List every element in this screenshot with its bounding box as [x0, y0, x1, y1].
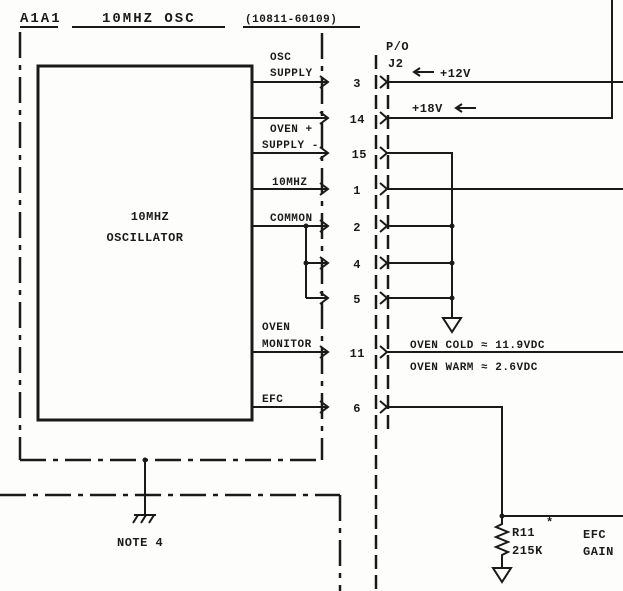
junction-pin5 [449, 295, 455, 301]
label-plus12v: +12V [440, 67, 471, 81]
oven-cold-text: OVEN COLD ≈ 11.9VDC [410, 340, 545, 352]
contact-15 [379, 146, 389, 160]
wire-osc-supply [252, 75, 330, 89]
label-oven-monitor-1: OVEN [262, 322, 290, 334]
pin-3: 3 [353, 77, 361, 91]
junction-pin4 [449, 260, 455, 266]
connector-contacts [379, 75, 389, 414]
junction-chassis [142, 457, 148, 463]
wire-efc [252, 400, 330, 414]
ground-symbol-r11 [491, 567, 513, 584]
note-label: NOTE 4 [117, 536, 163, 550]
contact-4 [379, 256, 389, 270]
resistor-ref: R11 [512, 526, 535, 540]
pin-4: 4 [353, 258, 361, 272]
oven-warm-text: OVEN WARM ≈ 2.6VDC [410, 362, 538, 374]
label-efc: EFC [262, 394, 283, 406]
module-title: A1A1 10MHZ OSC (10811-60109) [20, 11, 360, 28]
label-oven-supply-1: OVEN + [270, 124, 313, 136]
wire-common [252, 219, 330, 233]
chassis-ground-hatch [132, 514, 155, 524]
module-name: 10MHZ OSC [102, 11, 196, 27]
chassis-ground [132, 457, 156, 524]
label-common: COMMON [270, 213, 313, 225]
wire-efc-out [387, 406, 503, 518]
connector-label-line1: P/O [386, 40, 409, 54]
oscillator-box [36, 64, 254, 422]
arrow-plus18v [454, 103, 476, 113]
pin-2: 2 [353, 221, 361, 235]
external-wiring: +12V +18V [387, 0, 623, 584]
wire-plus18v [387, 0, 613, 119]
wire-oven-supply-minus [252, 146, 330, 160]
resistor-r11 [493, 518, 511, 568]
module-ref: A1A1 [20, 11, 62, 27]
pin-6: 6 [353, 402, 361, 416]
contact-5 [379, 291, 389, 305]
label-oven-supply-2: SUPPLY - [262, 140, 319, 152]
label-oven-monitor-2: MONITOR [262, 339, 312, 351]
signal-wires [252, 75, 330, 414]
junction-common [303, 223, 309, 229]
contact-3 [379, 75, 389, 89]
signal-labels: OSC SUPPLY OVEN + SUPPLY - 10MHZ COMMON … [262, 52, 319, 406]
oscillator-label-line1: 10MHZ [131, 210, 170, 224]
wire-common-pin5 [306, 291, 330, 305]
pin-15: 15 [352, 148, 367, 162]
contact-6 [379, 400, 389, 414]
oscillator-label-line2: OSCILLATOR [106, 231, 183, 245]
contact-11 [379, 345, 389, 359]
pin-5: 5 [353, 293, 361, 307]
pin-1: 1 [353, 184, 361, 198]
contact-1 [379, 182, 389, 196]
label-plus18v: +18V [412, 102, 443, 116]
label-osc-supply-2: SUPPLY [270, 68, 313, 80]
efc-gain-label-line2: GAIN [583, 545, 614, 559]
lower-module-outline [0, 493, 342, 591]
pin-11: 11 [350, 347, 365, 361]
wire-oven-monitor [252, 345, 330, 359]
contact-2 [379, 219, 389, 233]
arrow-plus12v [412, 67, 434, 77]
ground-symbol-main [441, 317, 463, 334]
resistor-marker: * [546, 516, 554, 530]
wire-ground-bus [387, 152, 453, 318]
label-osc-supply-1: OSC [270, 52, 291, 64]
junction-pin2 [449, 223, 455, 229]
wire-oven-supply-plus [252, 111, 330, 125]
wire-common-pin4 [306, 256, 330, 270]
contact-14 [379, 111, 389, 125]
pin-numbers: 3 14 15 1 2 4 5 11 6 [350, 77, 367, 416]
efc-gain-label-line1: EFC [583, 528, 606, 542]
pin-14: 14 [350, 113, 365, 127]
module-outline [18, 32, 324, 462]
module-part-number: (10811-60109) [245, 14, 337, 26]
resistor-value: 215K [512, 544, 543, 558]
connector-label-line2: J2 [388, 57, 403, 71]
wire-10mhz [252, 182, 330, 196]
label-10mhz: 10MHZ [272, 177, 308, 189]
